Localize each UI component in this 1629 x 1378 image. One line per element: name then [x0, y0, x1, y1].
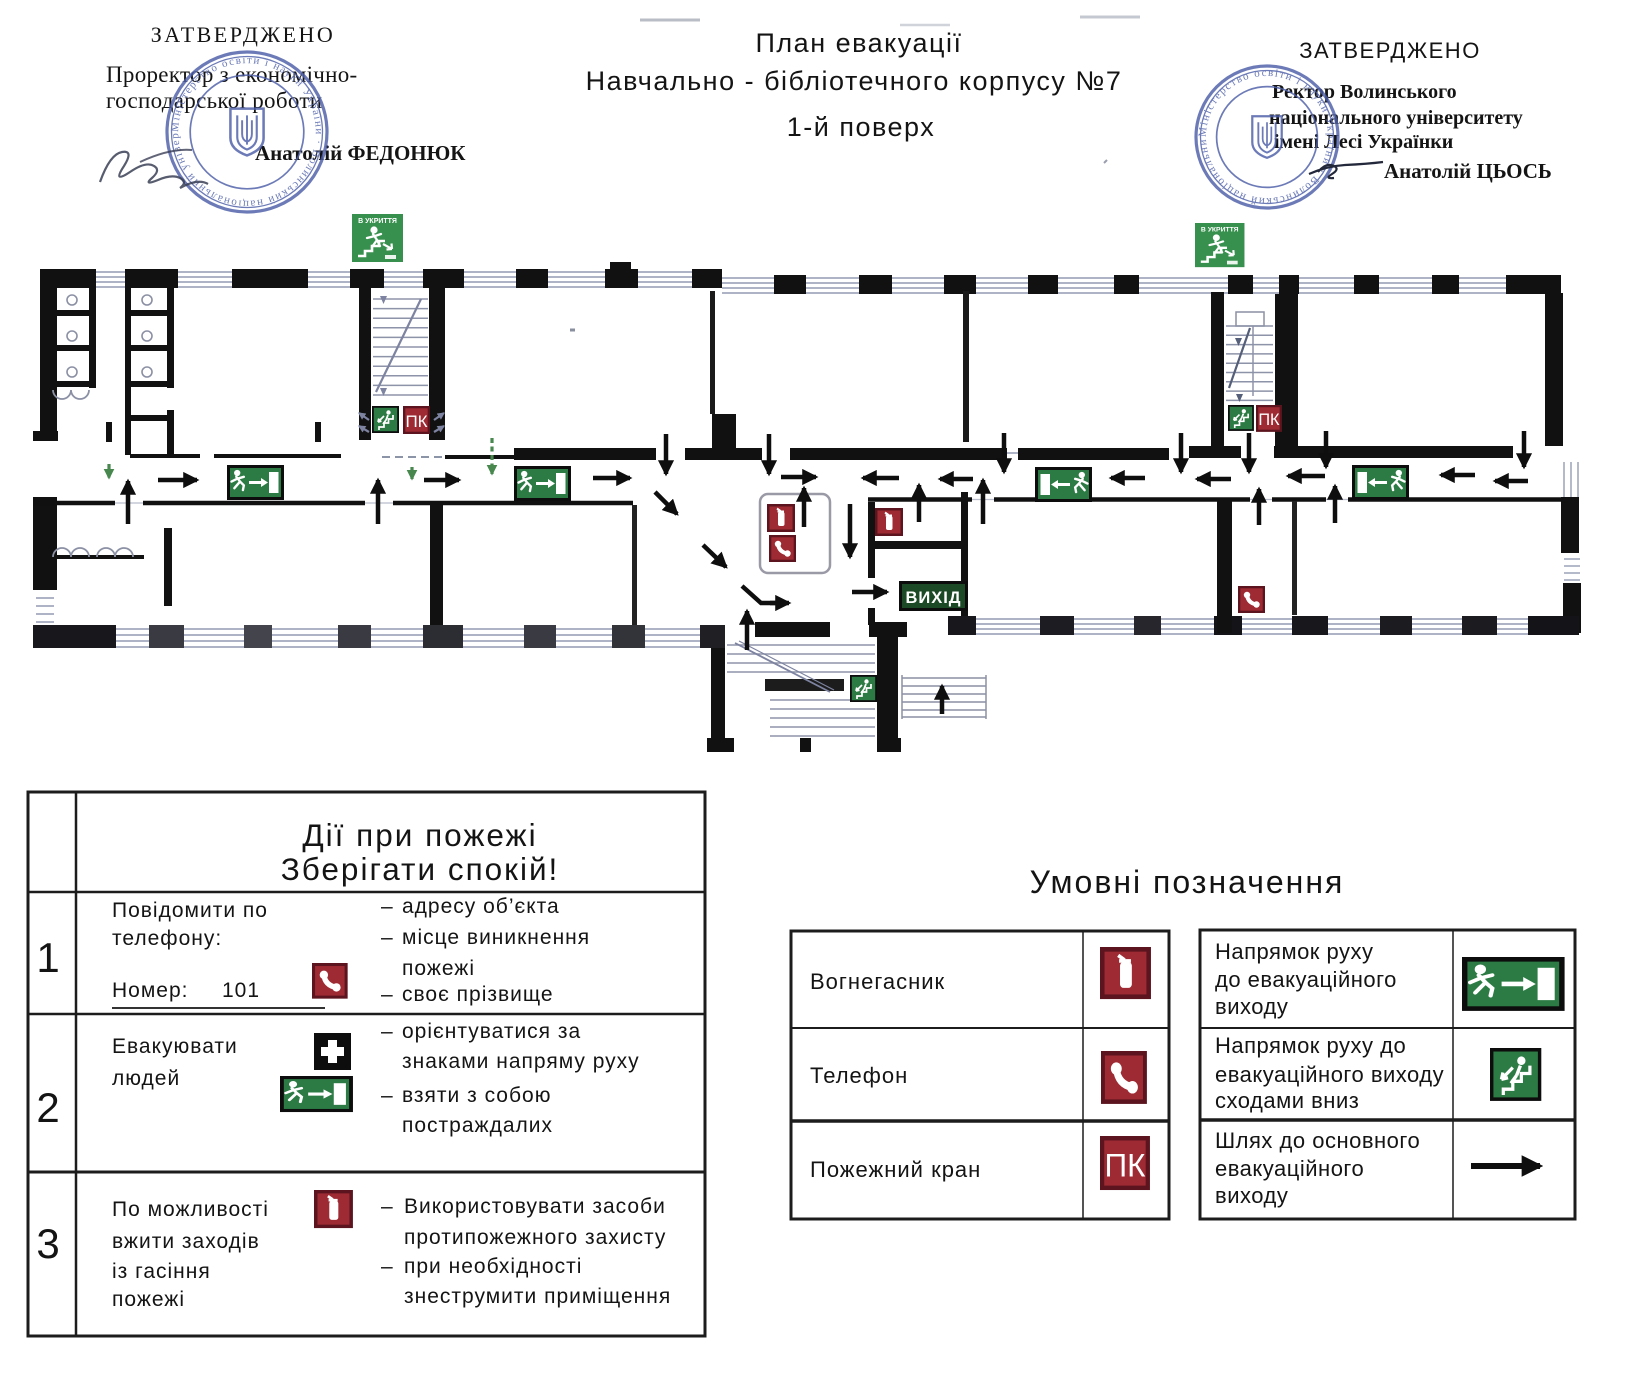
svg-text:–: –: [381, 1195, 393, 1218]
svg-text:Номер:: Номер:: [112, 979, 188, 1002]
svg-text:пожежі: пожежі: [402, 957, 475, 980]
svg-text:–: –: [381, 895, 393, 918]
svg-text:постраждалих: постраждалих: [402, 1114, 553, 1137]
svg-text:національного університету: національного університету: [1269, 107, 1523, 129]
svg-text:до евакуаційного: до евакуаційного: [1215, 967, 1397, 992]
svg-text:знаками напряму руху: знаками напряму руху: [402, 1050, 640, 1073]
svg-text:–: –: [381, 926, 393, 949]
svg-text:1-й поверх: 1-й поверх: [787, 112, 936, 142]
svg-text:Умовні позначення: Умовні позначення: [1030, 864, 1345, 900]
svg-text:місце виникнення: місце виникнення: [402, 926, 590, 949]
svg-text:сходами вниз: сходами вниз: [1215, 1088, 1359, 1113]
svg-text:із гасіння: із гасіння: [112, 1260, 211, 1283]
svg-text:Пожежний кран: Пожежний кран: [810, 1157, 981, 1182]
svg-text:адресу об’єкта: адресу об’єкта: [402, 895, 560, 918]
svg-text:знеструмити приміщення: знеструмити приміщення: [404, 1285, 671, 1308]
svg-text:Використовувати засоби: Використовувати засоби: [404, 1195, 666, 1218]
svg-text:евакуаційного виходу: евакуаційного виходу: [1215, 1062, 1444, 1087]
svg-text:евакуаційного: евакуаційного: [1215, 1156, 1364, 1181]
svg-text:3: 3: [36, 1220, 59, 1267]
svg-text:–: –: [381, 1020, 393, 1043]
svg-text:План евакуації: План евакуації: [756, 28, 963, 58]
svg-text:–: –: [381, 1255, 393, 1278]
svg-text:телефону:: телефону:: [112, 927, 222, 950]
svg-text:–: –: [381, 983, 393, 1006]
svg-text:Проректор з економічно-: Проректор з економічно-: [106, 62, 358, 87]
svg-text:Вогнегасник: Вогнегасник: [810, 969, 945, 994]
svg-text:протипожежного захисту: протипожежного захисту: [404, 1226, 666, 1249]
svg-text:Повідомити по: Повідомити по: [112, 899, 268, 922]
svg-text:Навчально - бібліотечного корп: Навчально - бібліотечного корпусу №7: [586, 66, 1123, 96]
svg-text:Анатолій ЦЬОСЬ: Анатолій ЦЬОСЬ: [1384, 159, 1552, 183]
svg-text:орієнтуватися за: орієнтуватися за: [402, 1020, 581, 1043]
svg-text:Евакуювати: Евакуювати: [112, 1035, 238, 1058]
svg-text:людей: людей: [112, 1067, 180, 1090]
svg-text:господарської роботи: господарської роботи: [106, 88, 322, 113]
svg-text:при необхідності: при необхідності: [404, 1255, 582, 1278]
svg-text:Напрямок руху: Напрямок руху: [1215, 939, 1374, 964]
svg-text:101: 101: [222, 979, 260, 1002]
svg-text:ЗАТВЕРДЖЕНО: ЗАТВЕРДЖЕНО: [1299, 38, 1481, 63]
svg-text:2: 2: [36, 1084, 59, 1131]
svg-text:По можливості: По можливості: [112, 1198, 269, 1221]
svg-text:виходу: виходу: [1215, 994, 1288, 1019]
svg-text:ЗАТВЕРДЖЕНО: ЗАТВЕРДЖЕНО: [151, 22, 336, 47]
svg-text:пожежі: пожежі: [112, 1288, 185, 1311]
svg-text:Шлях до основного: Шлях до основного: [1215, 1128, 1420, 1153]
svg-text:–: –: [381, 1084, 393, 1107]
svg-text:1: 1: [36, 934, 59, 981]
svg-text:взяти з собою: взяти з собою: [402, 1084, 551, 1107]
svg-text:виходу: виходу: [1215, 1183, 1288, 1208]
svg-text:імені Лесі Українки: імені Лесі Українки: [1274, 131, 1453, 153]
svg-text:Дії при пожежі: Дії при пожежі: [302, 817, 537, 853]
svg-text:вжити заходів: вжити заходів: [112, 1230, 260, 1253]
svg-text:Напрямок руху до: Напрямок руху до: [1215, 1033, 1406, 1058]
svg-text:Анатолій ФЕДОНЮК: Анатолій ФЕДОНЮК: [255, 141, 466, 165]
svg-text:Телефон: Телефон: [810, 1063, 908, 1088]
svg-text:Зберігати спокій!: Зберігати спокій!: [281, 851, 560, 887]
svg-text:своє прізвище: своє прізвище: [402, 983, 554, 1006]
svg-text:ВИХІД: ВИХІД: [905, 589, 961, 607]
